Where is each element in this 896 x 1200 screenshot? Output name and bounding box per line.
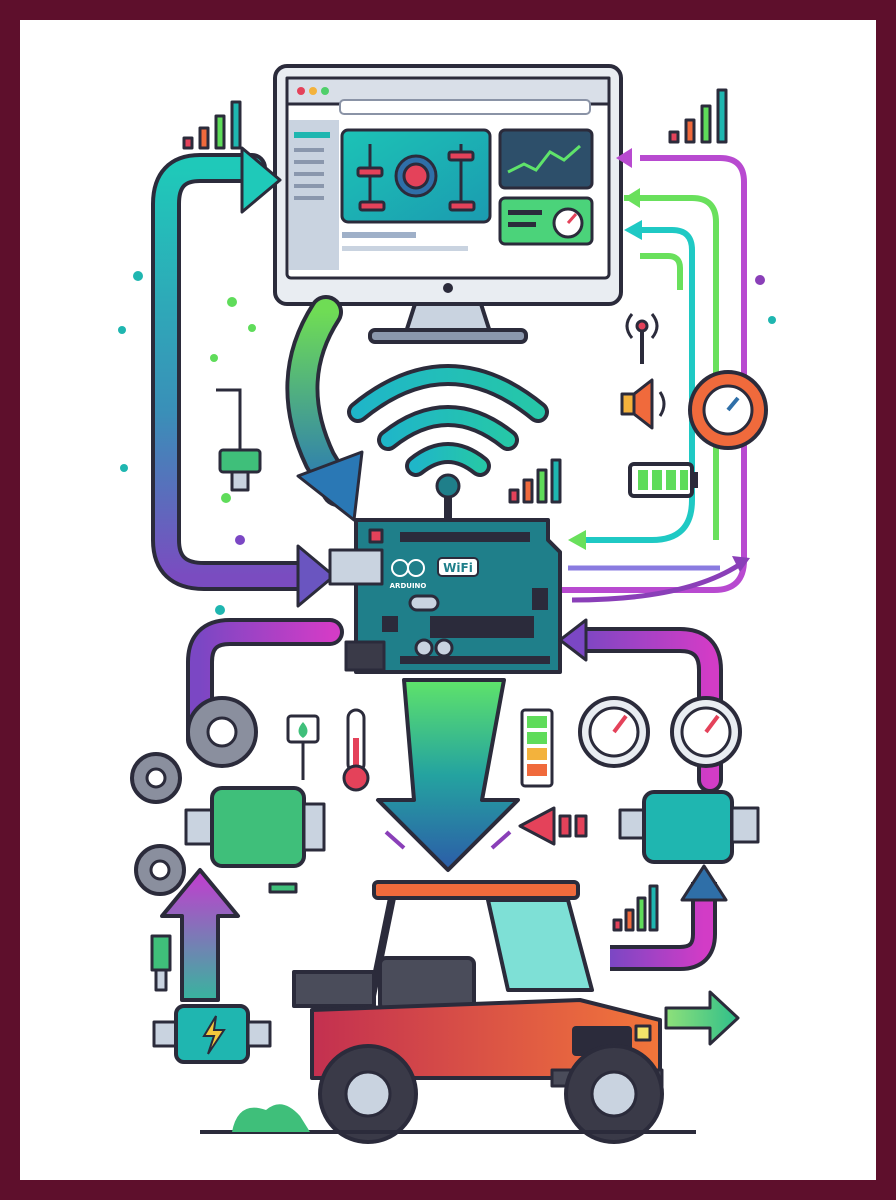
electric-motor-icon (152, 1004, 272, 1064)
electric-motor-icon (184, 786, 326, 868)
flow-arrow-icon (610, 864, 728, 971)
flow-arrow-icon (160, 868, 240, 1002)
flow-arrow-icon (664, 990, 740, 1046)
gear-icon (688, 370, 768, 450)
signal-bars-icon (612, 884, 659, 932)
arduino-board-icon: ARDUINO WiFi (328, 518, 562, 674)
battery-icon (628, 462, 698, 498)
flow-arrow-icon (186, 618, 723, 793)
flow-arrow-icon (285, 295, 364, 522)
water-drop-icon (286, 714, 320, 780)
connector-plug-icon (150, 934, 172, 992)
thermometer-icon (342, 708, 370, 792)
decorative-dots (118, 271, 776, 615)
flow-arrow-icon (518, 806, 588, 846)
signal-bars-icon (508, 458, 562, 504)
signal-bars-icon (182, 100, 242, 150)
gear-icon (134, 844, 186, 896)
illustration-canvas: ARDUINO WiFi (20, 20, 876, 1180)
signal-bars-icon (668, 88, 728, 144)
iot-vehicle-diagram: ARDUINO WiFi (118, 64, 776, 1144)
utv-vehicle-icon (200, 880, 696, 1144)
wifi-signal-icon (347, 364, 549, 530)
speaker-icon (620, 378, 666, 430)
gear-icon (130, 752, 182, 804)
electric-motor-icon (618, 790, 760, 864)
gauge-icon (670, 696, 742, 768)
flow-arrow-icon (151, 146, 336, 608)
gauge-icon (578, 696, 650, 768)
antenna-icon (625, 313, 659, 364)
gear-icon (186, 696, 258, 768)
connector-plug-icon (216, 388, 262, 492)
wifi-badge-text: WiFi (443, 561, 473, 575)
board-logo-text: ARDUINO (390, 582, 427, 590)
monitor-dashboard-icon (273, 64, 623, 344)
flow-arrow-icon (560, 148, 750, 603)
lightning-icon (268, 882, 298, 894)
flow-arrow-icon (376, 678, 520, 872)
battery-icon (520, 708, 554, 788)
